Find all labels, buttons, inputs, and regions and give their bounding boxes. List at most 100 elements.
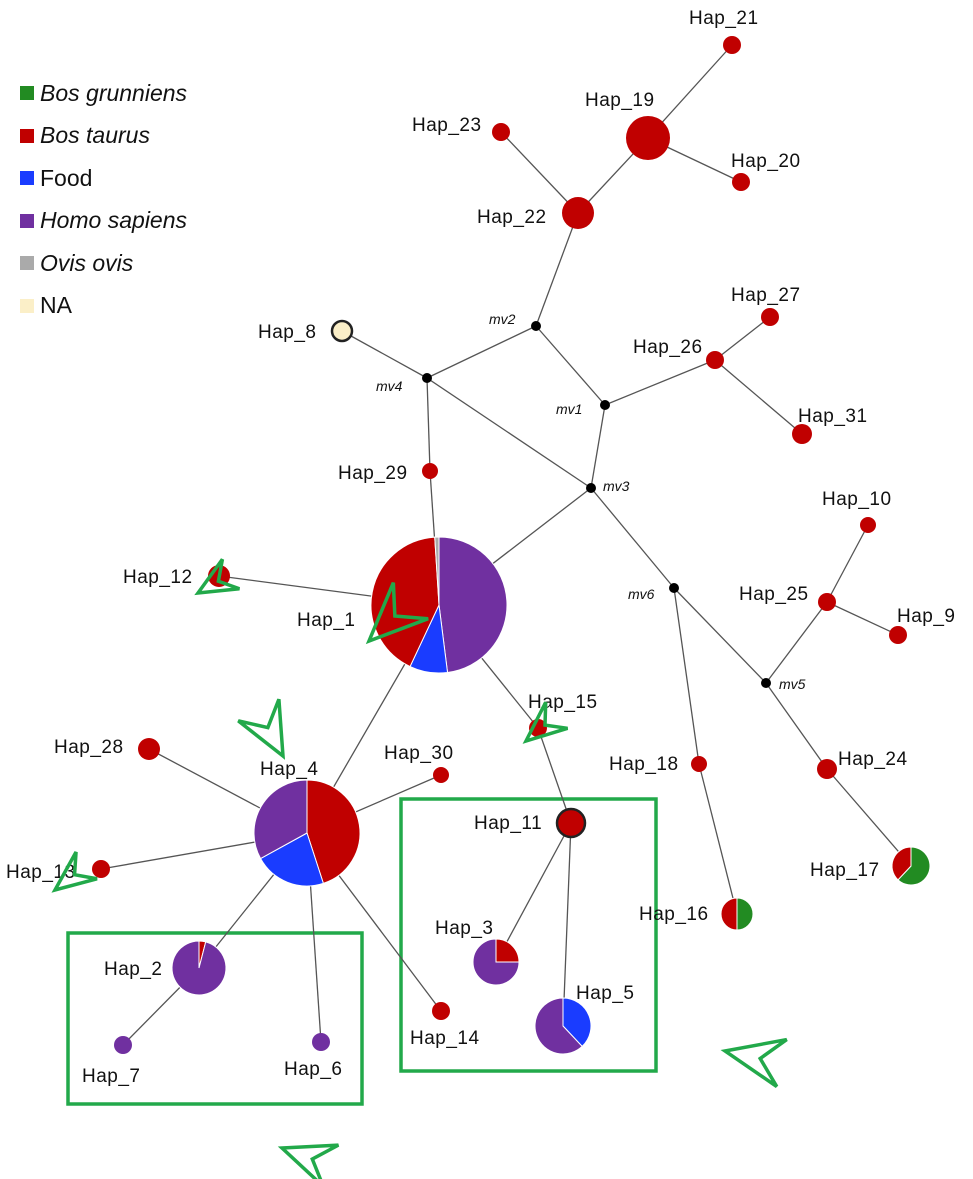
haplotype-node <box>818 593 836 611</box>
legend: Bos grunniens Bos taurus Food Homo sapie… <box>20 72 187 327</box>
legend-item-food: Food <box>20 157 187 200</box>
haplotype-label: Hap_10 <box>822 489 892 510</box>
pie-slice <box>438 536 508 674</box>
pie-slice <box>732 173 750 191</box>
haplotype-node <box>732 173 750 191</box>
network-edge <box>426 325 537 379</box>
network-nodes <box>92 36 931 1055</box>
haplotype-label: Hap_22 <box>477 207 547 228</box>
haplotype-node <box>723 36 741 54</box>
haplotype-node <box>433 767 449 783</box>
network-edge <box>765 682 828 770</box>
legend-label: Homo sapiens <box>40 207 188 234</box>
haplotype-node <box>370 536 508 674</box>
pointer-arrow-icon <box>237 698 286 760</box>
haplotype-node <box>138 738 160 760</box>
highlight-box <box>399 797 658 1073</box>
network-edge <box>341 330 428 379</box>
pie-slice <box>114 1036 132 1054</box>
network-edge <box>826 601 899 636</box>
network-edge <box>562 822 572 1027</box>
pie-slice <box>720 897 738 931</box>
pie-slice <box>432 1002 450 1020</box>
haplotype-node <box>312 1033 330 1051</box>
median-vector-label: mv6 <box>628 586 655 602</box>
haplotype-node <box>817 759 837 779</box>
pie-slice <box>626 116 670 160</box>
median-vector-node <box>531 321 541 331</box>
haplotype-label: Hap_30 <box>384 743 454 764</box>
median-vectors <box>422 321 771 688</box>
network-edge <box>826 524 869 603</box>
haplotype-node <box>691 756 707 772</box>
pie-slice <box>253 779 308 860</box>
network-edge <box>426 377 431 472</box>
haplotype-node <box>432 1002 450 1020</box>
haplotype-label: Hap_17 <box>810 860 880 881</box>
pie-slice <box>691 756 707 772</box>
haplotype-node <box>171 940 227 996</box>
pie-slice <box>818 593 836 611</box>
haplotype-label: Hap_23 <box>412 115 482 136</box>
network-edges <box>100 44 912 1046</box>
median-vector-node <box>669 583 679 593</box>
haplotype-node <box>92 860 110 878</box>
pie-slice <box>495 938 520 963</box>
pie-slice <box>534 997 583 1055</box>
pie-slice <box>897 846 931 886</box>
pie-slice <box>472 938 520 986</box>
pie-slice <box>723 36 741 54</box>
legend-label: Bos grunniens <box>40 79 188 106</box>
highlight-box <box>66 931 364 1106</box>
node-labels: mv1mv2mv3mv4mv5mv6Hap_1Hap_2Hap_3Hap_4Ha… <box>6 8 955 1087</box>
pie-slice <box>259 832 325 887</box>
haplotype-node <box>792 424 812 444</box>
network-edge <box>426 377 592 489</box>
pie-slice <box>889 626 907 644</box>
haplotype-label: Hap_15 <box>528 692 598 713</box>
haplotype-label: Hap_5 <box>576 983 635 1004</box>
haplotype-label: Hap_6 <box>284 1059 343 1080</box>
median-vector-label: mv3 <box>603 478 630 494</box>
haplotype-label: Hap_2 <box>104 959 163 980</box>
pointer-arrows <box>51 558 788 1179</box>
legend-label: Ovis ovis <box>40 249 134 276</box>
pointer-arrow-icon <box>720 1037 788 1088</box>
haplotype-node <box>114 1036 132 1054</box>
pie-slice <box>138 738 160 760</box>
haplotype-node <box>889 626 907 644</box>
network-edge <box>714 359 803 435</box>
median-vector-label: mv4 <box>376 378 403 394</box>
pointer-arrow-icon <box>277 1143 340 1179</box>
legend-label: Bos taurus <box>40 122 150 149</box>
network-edge <box>590 404 606 489</box>
haplotype-label: Hap_29 <box>338 463 408 484</box>
legend-item-homo-sapiens: Homo sapiens <box>20 200 187 243</box>
median-vector-node <box>586 483 596 493</box>
legend-label: NA <box>40 292 72 319</box>
haplotype-node <box>253 779 361 887</box>
haplotype-label: Hap_14 <box>410 1028 480 1049</box>
network-edge <box>826 768 912 867</box>
network-edge <box>535 212 579 327</box>
haplotype-label: Hap_27 <box>731 285 801 306</box>
haplotype-label: Hap_18 <box>609 754 679 775</box>
pie-slice <box>761 308 779 326</box>
network-edge <box>698 763 738 915</box>
haplotype-node <box>555 807 587 839</box>
network-edge <box>673 587 700 765</box>
pie-slice <box>433 767 449 783</box>
haplotype-node <box>720 897 754 931</box>
legend-swatch <box>20 171 34 186</box>
haplotype-node <box>761 308 779 326</box>
pie-slice <box>330 319 354 343</box>
pie-slice <box>706 351 724 369</box>
network-edge <box>495 822 572 963</box>
network-edge <box>535 325 606 406</box>
legend-swatch <box>20 86 34 101</box>
haplotype-node <box>562 197 594 229</box>
haplotype-label: Hap_20 <box>731 151 801 172</box>
legend-swatch <box>20 128 34 143</box>
network-edge <box>765 601 828 684</box>
haplotype-label: Hap_7 <box>82 1066 141 1087</box>
